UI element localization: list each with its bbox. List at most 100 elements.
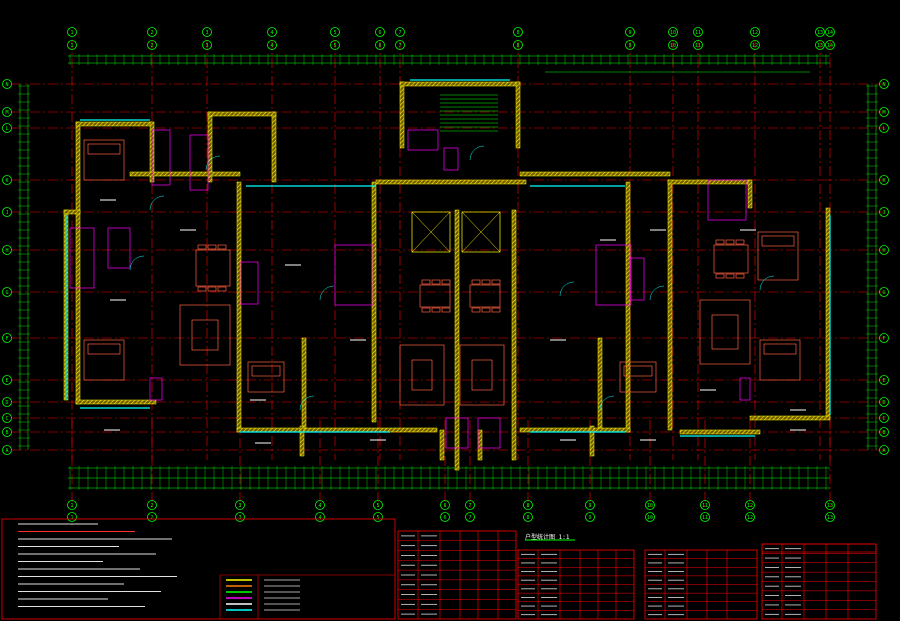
axis-bubble-label: A — [882, 448, 885, 454]
axis-bubble: 14 — [825, 40, 835, 50]
axis-bubble-label: E — [882, 378, 885, 384]
axis-bubble-label: 12 — [752, 43, 758, 49]
axis-bubble-label: 1 — [70, 30, 73, 36]
dimension-lines — [18, 54, 878, 490]
axis-bubble: H — [879, 245, 889, 255]
pillow — [87, 343, 121, 355]
axis-bubble: 1 — [67, 27, 77, 37]
axis-bubble: 13 — [815, 40, 825, 50]
axis-bubble-label: 8 — [516, 43, 519, 49]
axis-bubble: 5 — [330, 40, 340, 50]
axis-bubble: A — [879, 445, 889, 455]
axis-bubble-label: C — [5, 416, 8, 422]
axis-bubble: E — [879, 375, 889, 385]
chair — [217, 244, 227, 250]
axis-bubble: 6 — [440, 500, 450, 510]
bed — [757, 231, 799, 281]
axis-bubble-label: 14 — [827, 30, 833, 36]
fixture — [739, 377, 751, 401]
axis-bubble-circle — [693, 40, 703, 50]
fixture — [707, 179, 747, 221]
elevator-x — [411, 211, 451, 253]
fixture — [443, 147, 459, 171]
wall-segment — [375, 179, 527, 185]
axis-bubble-label: 12 — [747, 503, 753, 509]
axis-bubble-circle — [235, 512, 245, 522]
axis-bubble-label: 5 — [376, 503, 379, 509]
elevator-box — [461, 211, 501, 253]
axis-bubble: G — [2, 287, 12, 297]
axis-bubble-circle — [513, 40, 523, 50]
axis-bubble: 12 — [745, 512, 755, 522]
axis-bubble: 10 — [645, 512, 655, 522]
axis-bubble-label: 1 — [70, 515, 73, 521]
axis-bubble-circle — [440, 500, 450, 510]
axis-bubble-label: 12 — [747, 515, 753, 521]
axis-bubble-label: 4 — [318, 503, 321, 509]
building-walls — [63, 79, 831, 471]
axis-bubble: L — [2, 123, 12, 133]
axis-bubble: 7 — [395, 27, 405, 37]
pillow — [763, 343, 797, 355]
door-swing — [559, 281, 575, 297]
stair — [440, 94, 498, 132]
fixture — [445, 417, 469, 449]
axis-bubble-circle — [825, 512, 835, 522]
axis-bubble-circle — [373, 500, 383, 510]
axis-bubble: 4 — [267, 27, 277, 37]
axis-bubble-circle — [825, 500, 835, 510]
axis-bubble-label: J — [5, 210, 8, 216]
axis-bubble-circle — [235, 500, 245, 510]
dining-table — [419, 284, 451, 308]
axis-bubble-circle — [585, 512, 595, 522]
axis-bubble-circle — [2, 245, 12, 255]
axis-bubble-circle — [585, 500, 595, 510]
axis-bubble: J — [879, 207, 889, 217]
axis-bubble-circle — [147, 40, 157, 50]
sofa-set — [459, 344, 505, 406]
axis-bubble: 1 — [67, 512, 77, 522]
axis-bubble: 2 — [147, 500, 157, 510]
chair — [715, 273, 725, 279]
pillow — [87, 143, 121, 155]
chair — [471, 279, 481, 285]
wall-segment — [75, 121, 81, 405]
axis-bubble-circle — [465, 512, 475, 522]
wall-segment — [236, 181, 242, 433]
axis-bubble-circle — [267, 40, 277, 50]
pillow — [251, 365, 281, 377]
chair — [491, 307, 501, 313]
axis-bubble-label: 8 — [526, 503, 529, 509]
axis-bubble-circle — [2, 427, 12, 437]
axis-bubble: 9 — [585, 512, 595, 522]
axis-bubble-label: C — [882, 416, 885, 422]
axis-bubble: 2 — [147, 27, 157, 37]
fixture — [189, 134, 209, 191]
axis-bubble: 3 — [202, 40, 212, 50]
wall-segment — [511, 209, 517, 461]
axis-bubble-label: 5 — [333, 30, 336, 36]
axis-bubble-label: N — [882, 82, 885, 88]
axis-bubble-label: 4 — [270, 43, 273, 49]
axis-bubble-label: 9 — [628, 43, 631, 49]
axis-bubble-circle — [2, 107, 12, 117]
axis-bubble: 4 — [315, 500, 325, 510]
axis-bubble-circle — [879, 445, 889, 455]
wall-segment — [301, 337, 307, 429]
wall-segment — [299, 425, 305, 457]
chair — [431, 279, 441, 285]
coffee-table — [191, 319, 219, 351]
axis-bubble-label: 6 — [378, 43, 381, 49]
axis-bubble: C — [879, 413, 889, 423]
axis-bubble-label: 3 — [238, 515, 241, 521]
axis-bubble-circle — [879, 207, 889, 217]
axis-bubble: 10 — [645, 500, 655, 510]
axis-bubble-label: 11 — [695, 30, 701, 36]
axis-bubble-label: A — [5, 448, 8, 454]
pillow — [623, 365, 653, 377]
axis-bubble-circle — [750, 40, 760, 50]
axis-bubble-circle — [2, 287, 12, 297]
wall-segment — [63, 209, 81, 215]
axis-bubble: L — [879, 123, 889, 133]
axis-bubble: 7 — [465, 512, 475, 522]
